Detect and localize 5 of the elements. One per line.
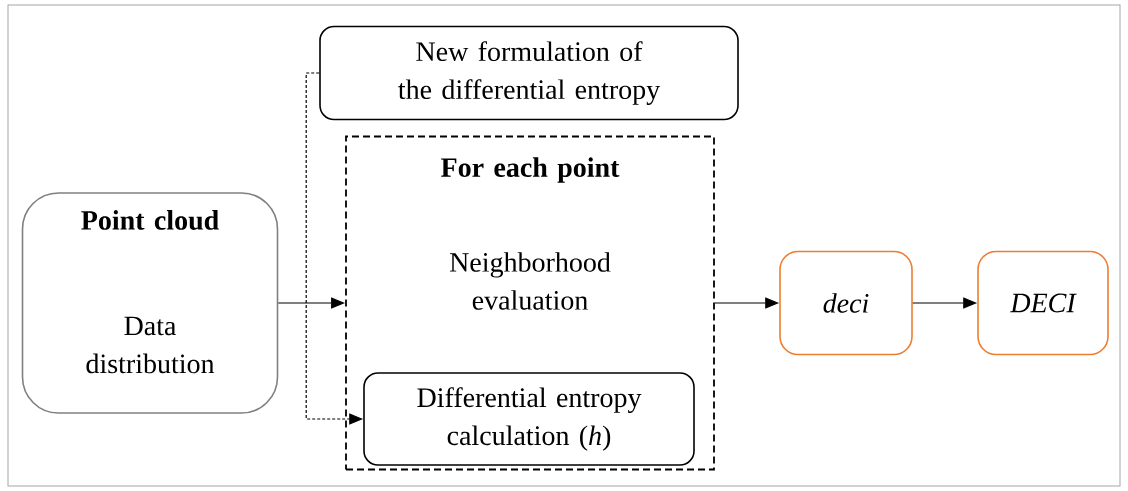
process-box: deci	[779, 250, 913, 356]
process-box: Point cloud Data distribution	[21, 192, 279, 414]
process-box: New formulation of the differential entropy	[319, 25, 739, 121]
process-box: DECI	[977, 250, 1109, 356]
process-box: Differential entropy calculation (h)	[363, 372, 695, 466]
